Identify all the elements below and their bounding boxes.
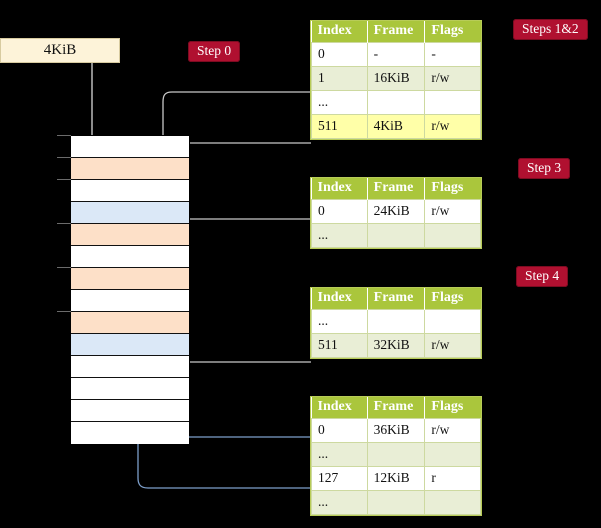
cell-flags: r/w [424,66,481,91]
memory-boundary-tick [57,179,71,180]
cell-flags [424,490,481,515]
cell-flags [424,309,481,334]
badge-step-0: Step 0 [188,41,241,63]
column-header-index: Index [311,21,368,43]
cell-flags [424,90,481,115]
cell-index: ... [311,490,368,515]
cell-frame [366,490,426,515]
request-size-box: 4KiB [0,38,120,63]
cell-index: ... [311,442,368,467]
memory-frame-used [71,158,189,180]
cell-index: 1 [311,66,368,91]
cell-frame: - [366,42,426,67]
table-row: ... [311,309,481,334]
badge-step-3: Step 3 [518,158,571,180]
memory-boundary-tick [57,135,71,136]
cell-frame [366,442,426,467]
memory-frame-used [71,224,189,246]
cell-frame [366,90,426,115]
cell-frame [366,223,426,248]
badge-steps-1-and-2: Steps 1&2 [513,19,588,41]
table-row: ... [311,442,481,467]
column-header-frame: Frame [367,288,426,310]
memory-frame-table [71,334,189,356]
memory-boundary-tick [57,157,71,158]
cell-frame: 24KiB [366,199,426,224]
memory-frame-free [71,136,189,158]
memory-boundary-tick [57,267,71,268]
cell-frame: 4KiB [366,114,426,139]
table-row: ... [311,490,481,515]
column-header-frame: Frame [367,21,426,43]
column-header-flags: Flags [424,397,481,419]
column-header-index: Index [311,178,368,200]
cell-frame: 32KiB [366,333,426,358]
wire-t2-row0-to-memory [177,218,311,248]
request-size-label: 4KiB [43,42,77,58]
memory-frame-free [71,378,189,400]
memory-frame-free [71,356,189,378]
cell-index: 511 [311,333,368,358]
memory-frame-free [71,422,189,444]
memory-boundary-tick [57,311,71,312]
cell-index: ... [311,223,368,248]
cell-index: 127 [311,466,368,491]
cell-frame: 12KiB [366,466,426,491]
cell-flags: r/w [424,418,481,443]
cell-frame: 36KiB [366,418,426,443]
cell-index: 0 [311,199,368,224]
memory-frame-used [71,312,189,334]
memory-frame-free [71,246,189,268]
column-header-flags: Flags [424,288,481,310]
column-header-flags: Flags [424,178,481,200]
memory-frame-free [71,180,189,202]
cell-index: ... [311,309,368,334]
table-row: 0-- [311,42,481,67]
cell-flags: - [424,42,481,67]
cell-index: 0 [311,42,368,67]
memory-frame-table [71,202,189,224]
badge-step-4: Step 4 [516,266,569,288]
wire-t1-row511-to-memory [173,142,311,161]
cell-flags [424,442,481,467]
cell-index: 511 [311,114,368,139]
cell-index: 0 [311,418,368,443]
cell-flags [424,223,481,248]
cell-flags: r/w [424,114,481,139]
memory-frame-used [71,268,189,290]
table-row: ... [311,223,481,248]
memory-frame-free [71,290,189,312]
column-header-frame: Frame [367,178,426,200]
cell-flags: r [424,466,481,491]
column-header-index: Index [311,397,368,419]
column-header-frame: Frame [367,397,426,419]
column-header-index: Index [311,288,368,310]
cell-frame [366,309,426,334]
table-row: ... [311,90,481,115]
cell-flags: r/w [424,333,481,358]
cell-frame: 16KiB [366,66,426,91]
cell-flags: r/w [424,199,481,224]
physical-memory-column [70,135,190,444]
column-header-flags: Flags [424,21,481,43]
cell-index: ... [311,90,368,115]
memory-frame-free [71,400,189,422]
memory-boundary-tick [57,223,71,224]
